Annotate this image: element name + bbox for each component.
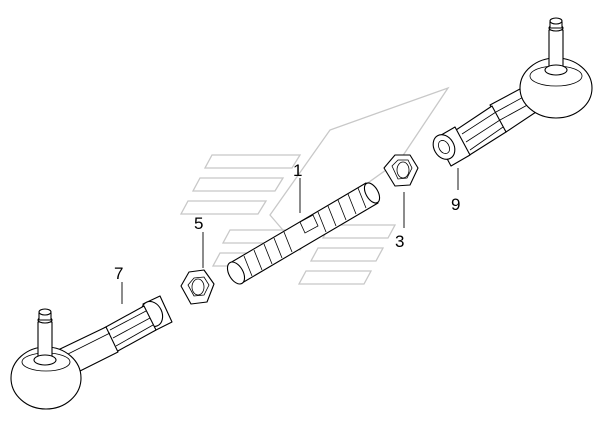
part-9-sleeve: [432, 126, 471, 167]
part-3-hex-nut: [383, 154, 419, 187]
leader-lines: [121, 168, 459, 304]
callout-1: 1: [293, 161, 302, 180]
part-1-threaded-rod: [226, 182, 381, 285]
part-7-left-tie-rod-end: [10, 295, 173, 410]
watermark-logo: [179, 86, 450, 285]
callout-7: 7: [114, 264, 123, 283]
callout-3: 3: [395, 232, 404, 251]
part-5-hex-nut: [180, 269, 215, 305]
callout-9: 9: [451, 195, 460, 214]
part-9-right-tie-rod-end: [455, 17, 593, 157]
callout-5: 5: [194, 214, 203, 233]
